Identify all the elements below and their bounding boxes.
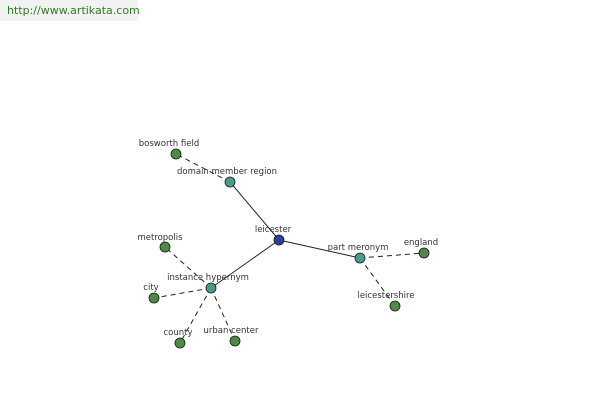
node-leicestershire[interactable]	[389, 300, 401, 312]
node-label-england[interactable]: england	[404, 238, 438, 248]
node-county[interactable]	[174, 337, 186, 349]
edge-domain-member-region-to-bosworth-field	[175, 153, 231, 183]
node-label-leicester[interactable]: leicester	[255, 225, 292, 235]
node-label-county[interactable]: county	[163, 328, 192, 338]
edge-instance-hypernym-to-urban-center	[210, 287, 236, 342]
node-metropolis[interactable]	[159, 241, 171, 253]
node-england[interactable]	[418, 247, 430, 259]
edge-part-meronym-to-england	[359, 252, 425, 259]
node-urban-center[interactable]	[229, 335, 241, 347]
node-instance-hypernym[interactable]	[205, 282, 217, 294]
node-label-bosworth-field[interactable]: bosworth field	[139, 139, 199, 149]
edge-part-meronym-to-leicestershire	[359, 257, 396, 307]
edge-instance-hypernym-to-city	[153, 287, 212, 299]
graph-labels: leicester domain member region part merony…	[137, 139, 438, 338]
node-leicester[interactable]	[273, 234, 285, 246]
url-bar: http://www.artikata.com	[0, 0, 140, 21]
graph-nodes	[148, 148, 430, 349]
node-label-instance-hypernym[interactable]: instance hypernym	[167, 273, 249, 283]
edge-instance-hypernym-to-county	[179, 287, 212, 344]
node-label-city[interactable]: city	[143, 283, 158, 293]
edge-leicester-to-part-meronym	[278, 239, 361, 259]
node-label-domain-member-region[interactable]: domain member region	[177, 167, 277, 177]
node-bosworth-field[interactable]	[170, 148, 182, 160]
edge-instance-hypernym-to-metropolis	[164, 246, 212, 289]
node-part-meronym[interactable]	[354, 252, 366, 264]
edge-leicester-to-instance-hypernym	[210, 239, 280, 289]
graph-edges	[153, 153, 425, 344]
node-label-metropolis[interactable]: metropolis	[137, 233, 183, 243]
node-label-urban-center[interactable]: urban center	[204, 326, 259, 336]
node-label-part-meronym[interactable]: part meronym	[328, 243, 389, 253]
site-url-link[interactable]: http://www.artikata.com	[7, 4, 140, 17]
node-city[interactable]	[148, 292, 160, 304]
node-domain-member-region[interactable]	[224, 176, 236, 188]
edge-leicester-to-domain-member-region	[229, 181, 280, 241]
node-label-leicestershire[interactable]: leicestershire	[357, 291, 414, 301]
